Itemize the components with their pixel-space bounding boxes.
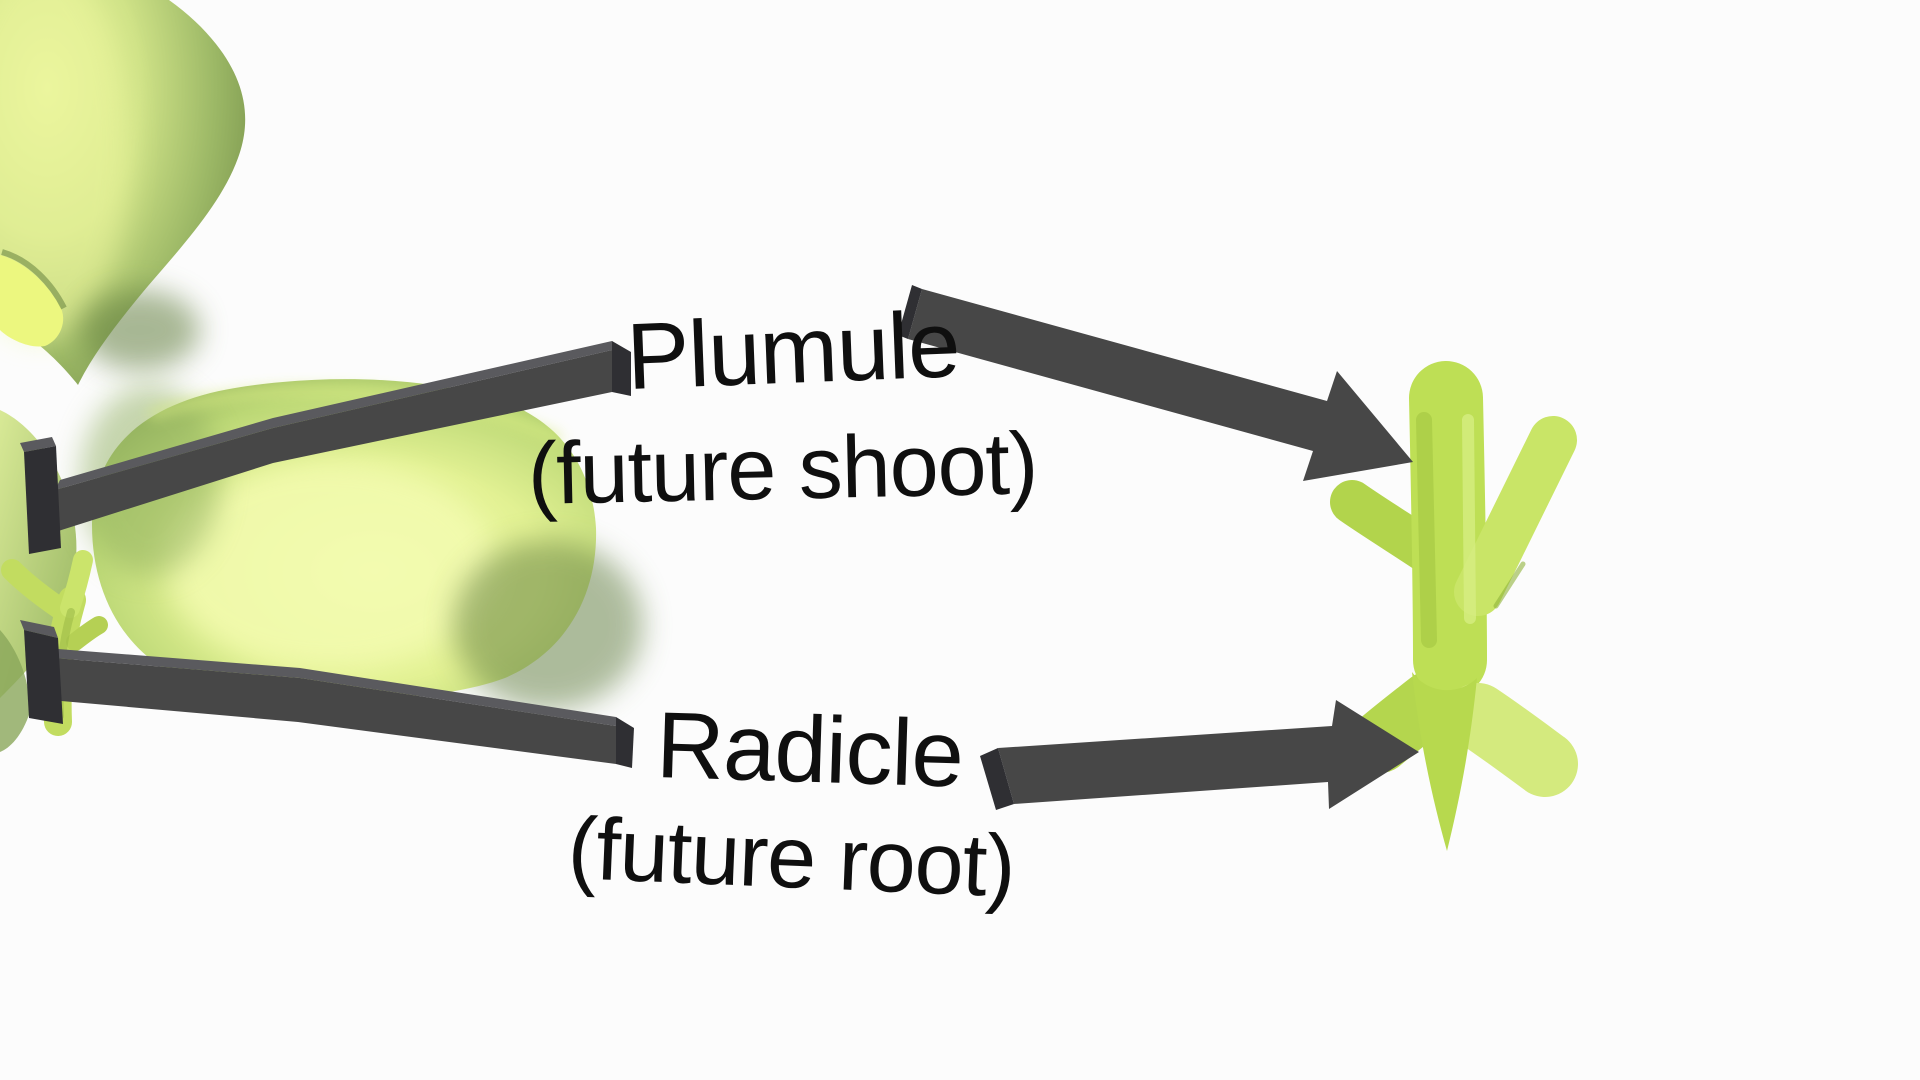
radicle-leader-top-face [54,649,616,726]
cotyledon-crease [1,249,67,310]
radicle-arrow-tail-face [980,748,1014,810]
plumule-leader-end-face [612,341,631,396]
cotyledon-middle-sheen [165,460,495,670]
radicle-bracket [24,630,63,724]
cotyledon-middle-shade-right [453,540,643,710]
radicle-leader-front [50,658,616,764]
cotyledon-top-left-highlight [0,0,130,340]
cotyledon-far-left-shadow [0,630,30,752]
leader-lines [20,341,634,768]
plumule-bracket-top [20,437,56,452]
seedling-branch-upper-right [1454,416,1577,616]
plumule-arrow-tail-face [898,285,922,339]
plumule-bracket [24,446,61,554]
radicle-bracket-top [20,620,58,638]
embryo-branch-up [60,550,93,618]
seed-cotyledons [0,0,643,752]
plumule-arrow-icon [908,289,1413,481]
cotyledon-tip-shadow [80,290,200,370]
seedling-root [1412,672,1477,851]
plumule-leader-front [52,350,612,533]
radicle-label: Radicle [654,692,965,807]
embryo-nub-right [66,616,108,651]
seedling-stem [1409,361,1487,697]
radicle-arrow-icon [998,700,1419,809]
cotyledon-middle-rim [148,386,562,445]
plumule-label: Plumule [624,291,962,409]
radicle-sublabel: (future root) [566,798,1017,916]
plumule-leader-top-face [55,341,612,490]
arrows [898,285,1419,810]
seedling-stem-shade [1416,412,1437,648]
radicle-leader-end-face [616,717,634,768]
seedling-stem-highlight [1462,414,1476,624]
cotyledon-inner-face [0,255,64,347]
seedling-crease [1493,561,1526,609]
plumule-sublabel: (future shoot) [526,413,1039,523]
seedling-lobe-mid-right [1445,683,1578,797]
